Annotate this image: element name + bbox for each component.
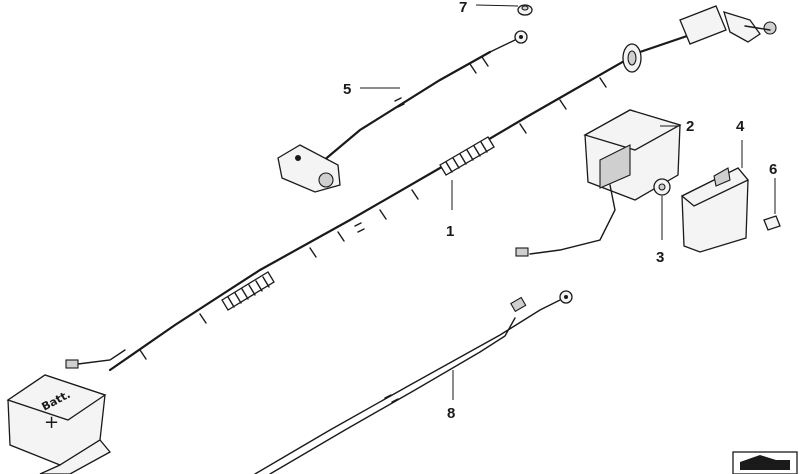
main-battery-cable — [108, 5, 777, 372]
callout-5: 5 — [343, 81, 351, 98]
cap-part-7 — [517, 4, 533, 16]
cover-part-4 — [680, 167, 750, 253]
ring-lug-part-5 — [489, 30, 528, 53]
corrugated-sleeve-upper — [439, 136, 495, 176]
battery-terminal-clamp: Batt. + — [6, 349, 126, 474]
leader-line-7 — [475, 4, 519, 7]
terminal-fuse-housing — [679, 5, 777, 45]
cable-grommet — [622, 43, 642, 73]
callout-2: 2 — [686, 118, 694, 135]
nut-part-3 — [653, 178, 671, 196]
junction-housing-part-2 — [515, 109, 682, 257]
callout-7: 7 — [459, 0, 467, 16]
cable-part-5 — [277, 30, 528, 193]
callout-1: 1 — [446, 223, 454, 240]
corrugated-sleeve-lower — [221, 271, 275, 311]
battery-plus-symbol: + — [44, 412, 59, 433]
callout-3: 3 — [656, 249, 664, 266]
callout-4: 4 — [736, 118, 745, 135]
callout-6: 6 — [769, 161, 777, 178]
callout-8: 8 — [447, 405, 455, 422]
view-symbol-thumbnail — [732, 451, 798, 474]
clamp-part-5 — [277, 144, 341, 193]
wire-part-8 — [254, 290, 573, 474]
clip-part-6 — [763, 215, 781, 231]
